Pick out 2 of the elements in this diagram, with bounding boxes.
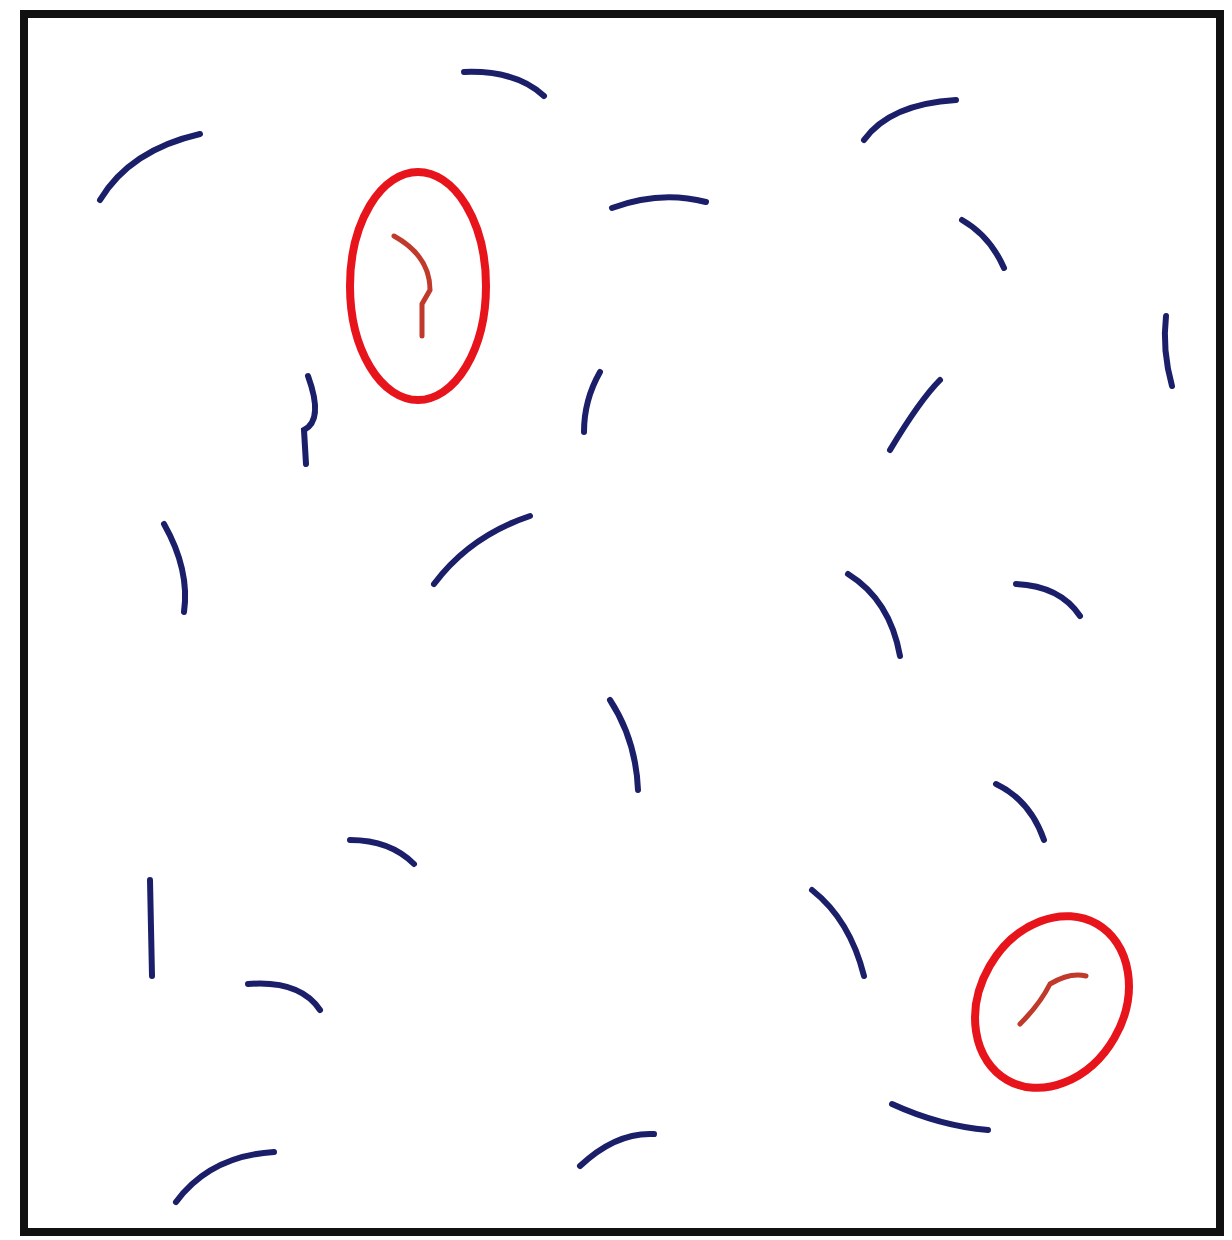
circled-stroke-drawing [346,168,490,404]
circled-stroke-drawing [971,912,1133,1092]
